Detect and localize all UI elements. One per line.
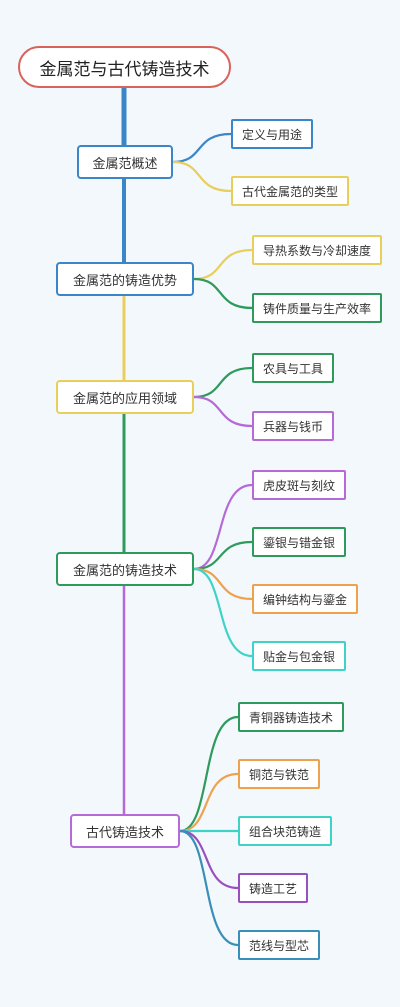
branch-node[interactable]: 古代铸造技术 bbox=[70, 814, 180, 848]
leaf-node[interactable]: 鎏银与错金银 bbox=[252, 527, 346, 557]
leaf-node[interactable]: 范线与型芯 bbox=[238, 930, 320, 960]
leaf-node[interactable]: 铸件质量与生产效率 bbox=[252, 293, 382, 323]
root-node[interactable]: 金属范与古代铸造技术 bbox=[18, 46, 231, 88]
link-curve bbox=[192, 567, 254, 658]
branch-node[interactable]: 金属范的应用领域 bbox=[56, 380, 194, 414]
link-curve bbox=[192, 277, 254, 310]
branch-node[interactable]: 金属范的铸造优势 bbox=[56, 262, 194, 296]
link-curve bbox=[192, 540, 254, 571]
link-curve bbox=[192, 395, 254, 428]
leaf-node[interactable]: 定义与用途 bbox=[231, 119, 313, 149]
leaf-node[interactable]: 铜范与铁范 bbox=[238, 759, 320, 789]
branch-links bbox=[171, 132, 254, 947]
leaf-node[interactable]: 组合块范铸造 bbox=[238, 816, 332, 846]
link-curve bbox=[192, 366, 254, 399]
branch-node[interactable]: 金属范的铸造技术 bbox=[56, 552, 194, 586]
link-curve bbox=[192, 483, 254, 571]
leaf-node[interactable]: 青铜器铸造技术 bbox=[238, 702, 344, 732]
leaf-node[interactable]: 虎皮斑与刻纹 bbox=[252, 470, 346, 500]
leaf-node[interactable]: 农具与工具 bbox=[252, 353, 334, 383]
link-curve bbox=[178, 829, 240, 947]
link-curve bbox=[178, 715, 240, 833]
leaf-node[interactable]: 编钟结构与鎏金 bbox=[252, 584, 358, 614]
leaf-node[interactable]: 兵器与钱币 bbox=[252, 411, 334, 441]
leaf-node[interactable]: 导热系数与冷却速度 bbox=[252, 235, 382, 265]
link-curve bbox=[178, 829, 240, 890]
leaf-node[interactable]: 古代金属范的类型 bbox=[231, 176, 349, 206]
link-curve bbox=[171, 160, 233, 193]
link-curve bbox=[178, 772, 240, 833]
leaf-node[interactable]: 铸造工艺 bbox=[238, 873, 308, 903]
link-curve bbox=[171, 132, 233, 164]
leaf-node[interactable]: 贴金与包金银 bbox=[252, 641, 346, 671]
link-curve bbox=[192, 567, 254, 601]
link-curve bbox=[192, 248, 254, 281]
branch-node[interactable]: 金属范概述 bbox=[77, 145, 173, 179]
